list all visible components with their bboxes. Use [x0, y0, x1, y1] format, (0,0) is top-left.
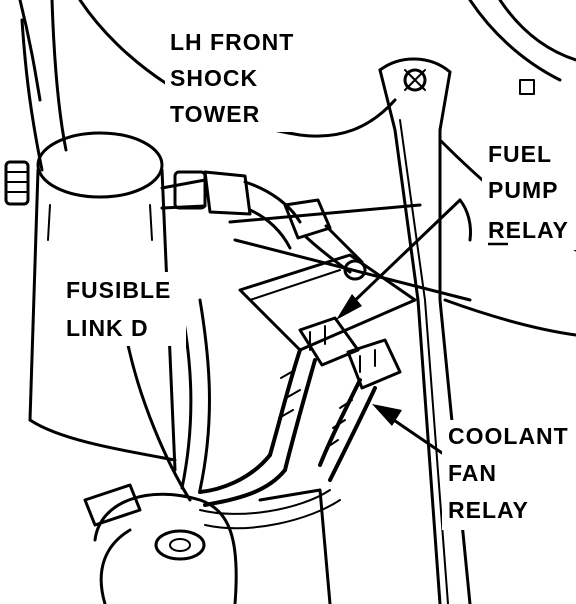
- brake-line-fitting: [160, 170, 302, 250]
- label-coolant-fan-relay-line-2: FAN: [448, 460, 497, 486]
- label-coolant-fan-relay: COOLANT FAN RELAY: [442, 420, 576, 530]
- coolant-relay-arrow-head: [372, 404, 402, 426]
- label-shock-tower-line-3: TOWER: [170, 101, 260, 127]
- label-fuel-pump-relay-line-2: PUMP: [488, 177, 558, 203]
- label-fusible-link-line-2: LINK D: [66, 315, 149, 341]
- label-coolant-fan-relay-line-3: RELAY: [448, 497, 529, 523]
- label-shock-tower-line-1: LH FRONT: [170, 29, 294, 55]
- strut-brace: [378, 57, 472, 604]
- fuel-relay-arrow-head: [336, 294, 362, 320]
- label-fusible-link: FUSIBLE LINK D: [60, 272, 186, 346]
- lower-components: [83, 483, 332, 604]
- label-fuel-pump-relay-line-1: FUEL: [488, 141, 552, 167]
- side-fitting: [4, 160, 30, 206]
- reservoir-canister: [28, 131, 177, 472]
- label-fuel-pump-relay: FUEL PUMP RELAY: [482, 138, 576, 250]
- label-shock-tower-line-2: SHOCK: [170, 65, 258, 91]
- label-shock-tower: LH FRONT SHOCK TOWER: [165, 26, 307, 132]
- label-fuel-pump-relay-line-3: RELAY: [488, 217, 569, 243]
- relay-block: [298, 316, 402, 390]
- callout-arrows: [126, 198, 472, 502]
- upper-hose: [20, 0, 68, 172]
- label-coolant-fan-relay-line-1: COOLANT: [448, 423, 569, 449]
- label-fusible-link-line-1: FUSIBLE: [66, 277, 171, 303]
- mounting-shelf: [228, 203, 472, 352]
